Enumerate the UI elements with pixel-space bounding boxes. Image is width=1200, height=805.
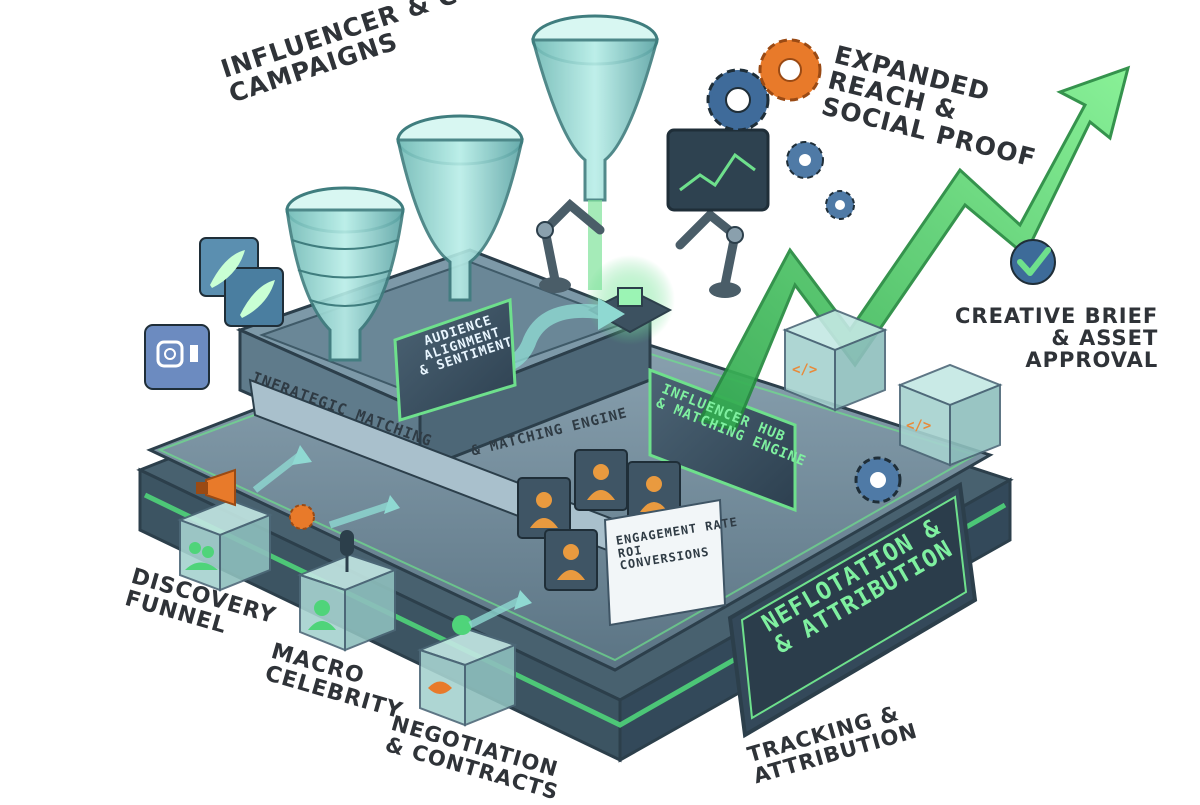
megaphone-icon bbox=[177, 468, 273, 592]
audience-panel bbox=[393, 297, 517, 422]
camera-icon bbox=[144, 324, 210, 390]
user-icon bbox=[308, 600, 336, 630]
code-icon: </> bbox=[782, 308, 888, 412]
flow-arrows bbox=[252, 452, 522, 629]
influencer-hub-panel bbox=[648, 367, 797, 513]
robot-arm-icon bbox=[536, 198, 605, 293]
metrics-card bbox=[603, 498, 727, 627]
gear-icon bbox=[706, 68, 770, 132]
funnel-icon bbox=[285, 186, 405, 362]
user-group-icon bbox=[185, 542, 218, 570]
gear-icon bbox=[289, 504, 315, 530]
funnel-icon bbox=[396, 114, 524, 302]
handshake-icon bbox=[417, 615, 518, 727]
svg-text:</>: </> bbox=[792, 362, 817, 378]
profile-cards bbox=[517, 449, 681, 591]
gear-icon bbox=[854, 456, 902, 504]
checkmark-icon bbox=[1010, 239, 1056, 285]
svg-text:</>: </> bbox=[906, 418, 931, 434]
gear-icon bbox=[758, 38, 822, 102]
monitor-icon bbox=[666, 128, 770, 212]
creative-brief-label: CREATIVE BRIEF & ASSET APPROVAL bbox=[955, 304, 1159, 373]
microphone-icon bbox=[297, 530, 398, 652]
code-icon: </> bbox=[897, 363, 1003, 467]
flow-arrow-heads bbox=[292, 445, 532, 610]
gear-icon bbox=[786, 141, 824, 179]
gear-icon bbox=[825, 190, 855, 220]
feather-icon bbox=[199, 237, 284, 327]
attribution-panel bbox=[727, 481, 978, 739]
robot-arm-icon bbox=[675, 208, 744, 298]
flow-arrow-head bbox=[598, 298, 625, 330]
